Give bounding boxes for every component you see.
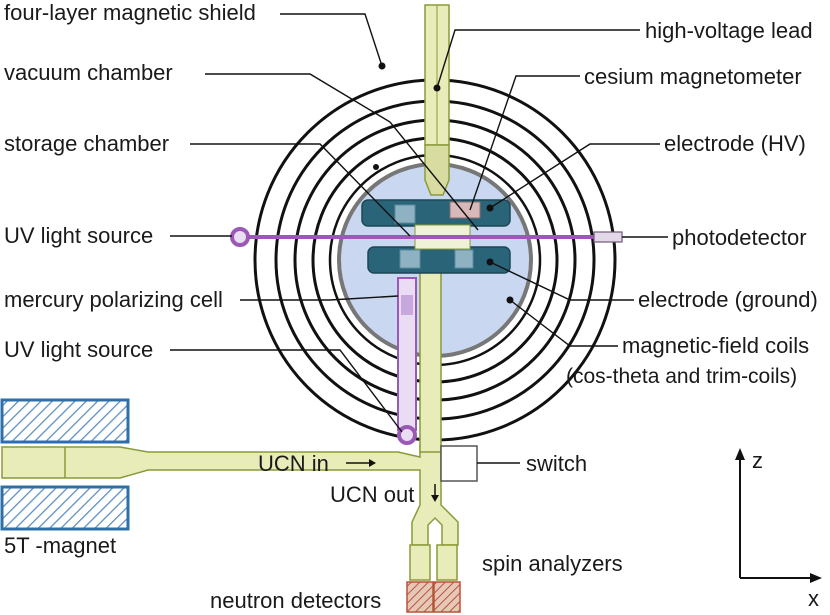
leader-coils: [509, 299, 618, 347]
leader-lines: [170, 13, 668, 502]
leader-shield: [280, 13, 383, 67]
label-magnet: 5T -magnet: [4, 533, 116, 558]
label-cesium-magnetometer: cesium magnetometer: [584, 64, 802, 89]
label-switch: switch: [526, 451, 587, 476]
label-coils-line1: magnetic-field coils: [622, 333, 809, 358]
leader-dot-coils: [506, 296, 514, 304]
high-voltage-lead: [424, 4, 450, 196]
magnet-upper-coil: [0, 398, 130, 444]
label-vacuum-chamber: vacuum chamber: [4, 60, 173, 85]
leader-dot-electrode-ground: [486, 258, 494, 266]
coordinate-axes: [735, 448, 822, 583]
axis-z-arrowhead: [735, 448, 745, 460]
leader-dot-hv: [433, 84, 441, 92]
label-storage-chamber: storage chamber: [4, 131, 169, 156]
leader-electrode-hv: [489, 143, 660, 209]
spin-analyzer-left: [409, 544, 431, 581]
leader-storage: [190, 143, 411, 237]
superconducting-magnet: [0, 398, 130, 531]
leader-mercury: [240, 295, 399, 301]
mercury-cell-inner: [401, 295, 413, 315]
label-high-voltage-lead: high-voltage lead: [645, 18, 813, 43]
spin-analyzers: [409, 544, 458, 581]
leader-cesium: [469, 75, 580, 211]
ucn-guide: [1, 261, 459, 546]
uv-light-source-bottom: [397, 425, 417, 445]
ground-electrode-port-2: [454, 249, 474, 269]
label-electrode-hv: electrode (HV): [664, 131, 806, 156]
leader-dot-storage: [373, 164, 379, 170]
neutron-detector-left: [406, 581, 434, 613]
label-axis-x: x: [808, 586, 819, 611]
ucn-out-arrowhead: [431, 495, 439, 502]
neutron-detector-right: [433, 581, 461, 613]
ucn-in-arrowhead: [369, 459, 376, 467]
spin-analyzer-right: [436, 544, 458, 581]
label-coils-line2: (cos-theta and trim-coils): [566, 365, 797, 388]
ground-electrode-port: [399, 249, 421, 269]
photodetector-housing: [593, 231, 623, 243]
label-mercury-cell: mercury polarizing cell: [4, 287, 223, 312]
electrode-hv: [361, 199, 511, 227]
leader-uv-bottom: [170, 349, 403, 433]
leader-vacuum: [205, 73, 479, 231]
ucn-guide-pipe: [1, 444, 459, 546]
label-uv-source-top: UV light source: [4, 223, 153, 248]
uv-light-source-top: [230, 227, 250, 247]
hv-electrode-port: [394, 204, 416, 224]
label-ucn-in: UCN in: [258, 451, 329, 476]
leader-hv: [436, 29, 640, 89]
leader-electrode-ground: [489, 261, 634, 301]
axis-x-arrowhead: [810, 573, 822, 583]
label-ucn-out: UCN out: [330, 482, 414, 507]
magnet-lower-coil: [0, 485, 130, 531]
leader-dot-shield: [378, 62, 386, 70]
switch-box: [440, 445, 478, 482]
label-spin-analyzers: spin analyzers: [482, 551, 623, 576]
label-uv-source-bottom: UV light source: [4, 337, 153, 362]
vertical-guide: [419, 261, 442, 453]
hv-lead-feedthrough: [424, 144, 450, 196]
label-photodetector: photodetector: [672, 225, 807, 250]
mercury-polarizing-cell: [397, 277, 417, 431]
leader-dot-electrode-hv: [486, 204, 494, 212]
label-neutron-detectors: neutron detectors: [210, 588, 381, 613]
cesium-magnetometer-cell: [449, 201, 481, 219]
labels: four-layer magnetic shield vacuum chambe…: [4, 0, 819, 613]
label-electrode-ground: electrode (ground): [638, 287, 818, 312]
label-axis-z: z: [752, 448, 763, 473]
label-four-layer-shield: four-layer magnetic shield: [4, 0, 256, 25]
neutron-detectors: [406, 581, 461, 613]
